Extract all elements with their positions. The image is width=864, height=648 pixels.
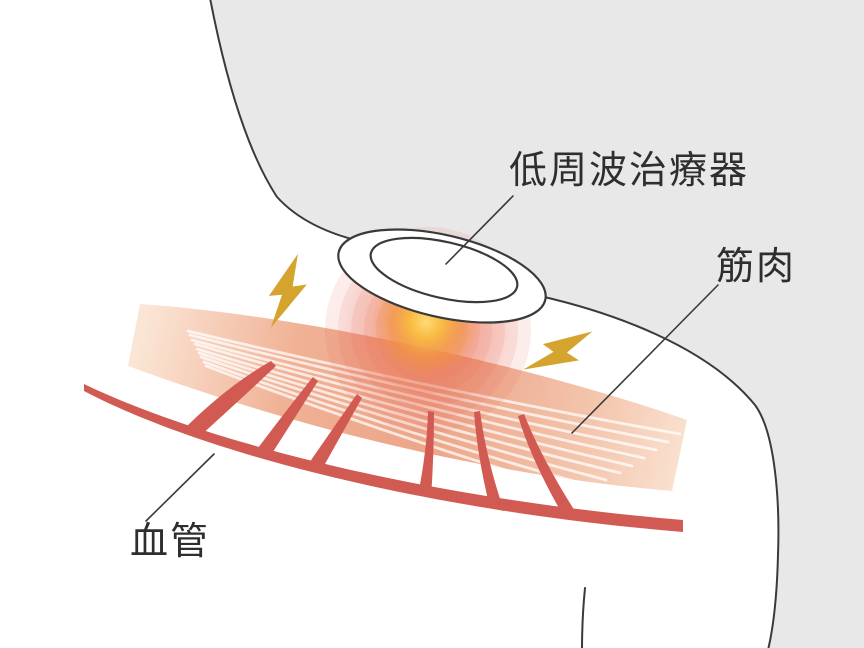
blood-vessel-trunk bbox=[84, 384, 683, 532]
armpit-line bbox=[581, 587, 586, 648]
muscle-leader-line bbox=[571, 284, 719, 434]
blood-vessel-branch bbox=[474, 411, 504, 511]
blood-vessel bbox=[84, 361, 683, 532]
muscle-label: 筋肉 bbox=[716, 244, 797, 288]
leader-lines bbox=[145, 195, 719, 522]
vessel-leader-line bbox=[145, 453, 215, 522]
body-outlines bbox=[209, 0, 780, 648]
device-leader-line bbox=[445, 195, 514, 265]
blood-vessel-branch bbox=[183, 361, 276, 437]
electrode-pad bbox=[337, 228, 547, 324]
blood-vessel-branch bbox=[518, 414, 580, 519]
blood-vessel-branch bbox=[418, 411, 434, 498]
blood-vessel-branch bbox=[307, 394, 362, 471]
electrode-pad-outer-ring bbox=[337, 228, 547, 324]
vessel-label: 血管 bbox=[130, 519, 211, 563]
electrode-pad-inner-ring bbox=[369, 236, 519, 304]
shoulder-arm-outline bbox=[539, 295, 780, 648]
blood-vessel-branch bbox=[255, 377, 318, 458]
device-label: 低周波治療器 bbox=[509, 148, 750, 192]
neck-outline bbox=[209, 0, 369, 244]
